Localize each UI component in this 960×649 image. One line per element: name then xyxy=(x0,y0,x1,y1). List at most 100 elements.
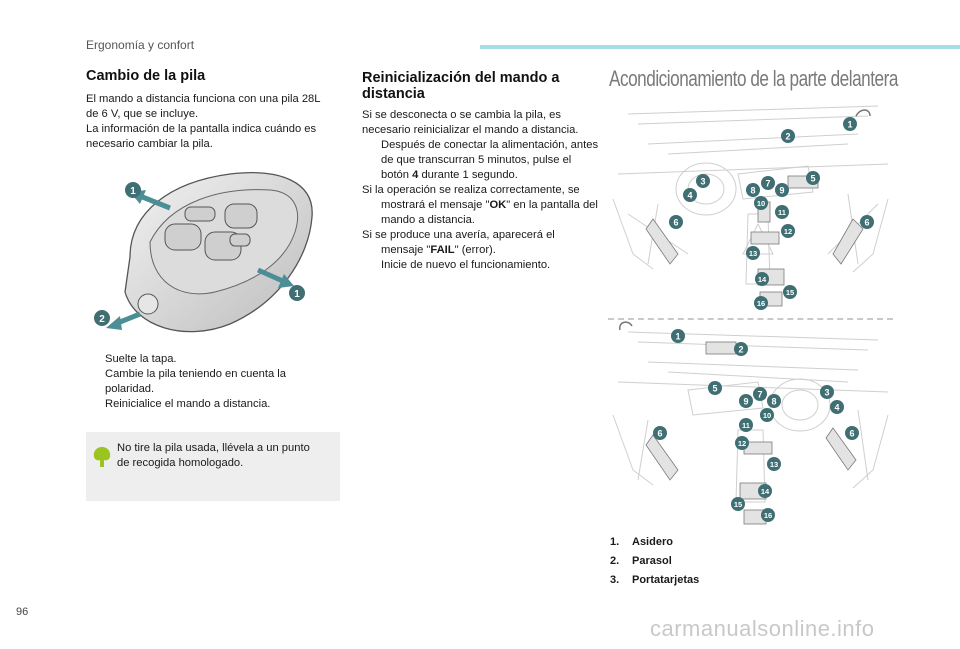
recycle-note-box xyxy=(86,432,340,501)
part-label: 7 xyxy=(757,390,762,400)
section-header: Ergonomía y confort xyxy=(86,38,195,52)
diagram-divider xyxy=(608,318,893,320)
cabin-diagram-top xyxy=(612,105,889,307)
recycle-note-text: No tire la pila usada, llévela a un punt… xyxy=(117,441,332,471)
part-label: 9 xyxy=(779,186,784,196)
col2-title: Reinicialización del mando a distancia xyxy=(362,70,602,102)
part-label: 13 xyxy=(770,460,778,469)
ok-line: Si la operación se realiza correctamente… xyxy=(362,184,580,196)
part-label: 2 xyxy=(738,345,743,355)
step-item: Suelte la tapa. xyxy=(86,352,346,367)
note-line: de recogida homologado. xyxy=(117,457,244,469)
part-label: 5 xyxy=(712,384,717,394)
step-text: de que transcurran 5 minutos, pulse el xyxy=(381,154,572,166)
button-number: 4 xyxy=(412,169,419,181)
cabin-labels-top: 1 2 3 4 5 6 6 7 8 9 10 11 12 13 14 15 16 xyxy=(669,117,874,310)
part-label: 1 xyxy=(847,120,852,130)
legend-number: 2. xyxy=(610,555,620,567)
legend-number: 3. xyxy=(610,574,620,586)
part-label: 8 xyxy=(771,397,776,407)
part-label: 16 xyxy=(757,299,765,308)
ok-message: OK xyxy=(489,199,507,211)
col1-intro-line: de 6 V, que se incluye. xyxy=(86,108,199,120)
legend-number: 1. xyxy=(610,536,620,548)
part-label: 15 xyxy=(786,288,794,297)
parts-legend: 1. Asidero 2. Parasol 3. Portatarjetas xyxy=(610,535,870,588)
col1-intro-line: La información de la pantalla indica cuá… xyxy=(86,123,317,135)
col1-intro-line: El mando a distancia funciona con una pi… xyxy=(86,93,321,105)
part-label: 3 xyxy=(824,388,829,398)
legend-item: 3. Portatarjetas xyxy=(610,573,870,588)
part-label: 16 xyxy=(764,511,772,520)
col1-intro: El mando a distancia funciona con una pi… xyxy=(86,92,346,152)
part-label: 8 xyxy=(750,186,755,196)
step-text: Suelte la tapa. xyxy=(105,353,177,365)
part-label: 12 xyxy=(784,227,792,236)
part-label: 11 xyxy=(742,421,750,430)
step-item: Reinicialice el mando a distancia. xyxy=(86,397,346,412)
cabin-diagram-bottom xyxy=(612,321,889,525)
part-label: 4 xyxy=(687,191,692,201)
legend-label: Parasol xyxy=(632,555,672,567)
page-number: 96 xyxy=(16,606,29,618)
fail-message: FAIL xyxy=(430,244,455,256)
part-label: 6 xyxy=(864,218,869,228)
step-item: Después de conectar la alimentación, ant… xyxy=(362,138,624,183)
step-text: Reinicialice el mando a distancia. xyxy=(105,398,271,410)
step-item: Inicie de nuevo el funcionamiento. xyxy=(362,258,624,273)
fail-line: Si se produce una avería, aparecerá el xyxy=(362,229,555,241)
col2-body: Si se desconecta o se cambia la pila, es… xyxy=(362,108,624,273)
fig-label: 2 xyxy=(99,314,105,325)
key-fob-illustration: 1 1 2 xyxy=(94,172,313,333)
part-label: 1 xyxy=(675,332,680,342)
ok-text: mando a distancia. xyxy=(381,214,475,226)
col3-title: Acondicionamiento de la parte delantera xyxy=(609,66,898,91)
part-label: 9 xyxy=(743,397,748,407)
ok-text: mostrará el mensaje " xyxy=(381,199,490,211)
part-label: 3 xyxy=(700,177,705,187)
legend-label: Portatarjetas xyxy=(632,574,700,586)
ok-text: " en la pantalla del xyxy=(506,199,598,211)
part-label: 15 xyxy=(734,500,742,509)
col2-intro-line: necesario reinicializar el mando a dista… xyxy=(362,124,579,136)
part-label: 12 xyxy=(738,439,746,448)
legend-label: Asidero xyxy=(632,536,673,548)
part-label: 14 xyxy=(758,275,767,284)
part-label: 10 xyxy=(757,199,765,208)
col1-intro-line: necesario cambiar la pila. xyxy=(86,138,213,150)
part-label: 5 xyxy=(810,174,815,184)
step-text: Cambie la pila teniendo en cuenta la xyxy=(105,368,286,380)
col1-title: Cambio de la pila xyxy=(86,68,206,84)
leaf-icon xyxy=(93,447,111,467)
cabin-labels-bottom: 1 2 3 4 5 6 6 7 8 9 10 11 12 13 14 15 16 xyxy=(653,329,859,522)
step-text: polaridad. xyxy=(105,383,155,395)
fig-label: 1 xyxy=(294,289,300,300)
col2-title-line: Reinicialización del mando a xyxy=(362,70,560,86)
fail-line: mensaje "FAIL" (error). xyxy=(362,243,624,258)
part-label: 2 xyxy=(785,132,790,142)
watermark: carmanualsonline.info xyxy=(650,616,875,641)
legend-item: 2. Parasol xyxy=(610,554,870,569)
part-label: 13 xyxy=(749,249,757,258)
step-text: Inicie de nuevo el funcionamiento. xyxy=(381,259,551,271)
step-text: Después de conectar la alimentación, ant… xyxy=(381,139,599,151)
part-label: 6 xyxy=(849,429,854,439)
header-rule xyxy=(480,45,960,49)
fig-label: 1 xyxy=(130,186,136,197)
fail-text: mensaje " xyxy=(381,244,431,256)
step-text: durante 1 segundo. xyxy=(418,169,518,181)
step-item: Cambie la pila teniendo en cuenta la pol… xyxy=(86,367,346,397)
part-label: 7 xyxy=(765,179,770,189)
part-label: 6 xyxy=(657,429,662,439)
part-label: 11 xyxy=(778,208,786,217)
part-label: 6 xyxy=(673,218,678,228)
col2-title-line: distancia xyxy=(362,86,425,102)
ok-line: mostrará el mensaje "OK" en la pantalla … xyxy=(362,198,624,228)
col2-intro-line: Si se desconecta o se cambia la pila, es xyxy=(362,109,561,121)
part-label: 4 xyxy=(834,403,839,413)
legend-item: 1. Asidero xyxy=(610,535,870,550)
part-label: 14 xyxy=(761,487,770,496)
part-label: 10 xyxy=(763,411,771,420)
step-text: botón xyxy=(381,169,413,181)
col1-steps: Suelte la tapa. Cambie la pila teniendo … xyxy=(86,352,346,412)
